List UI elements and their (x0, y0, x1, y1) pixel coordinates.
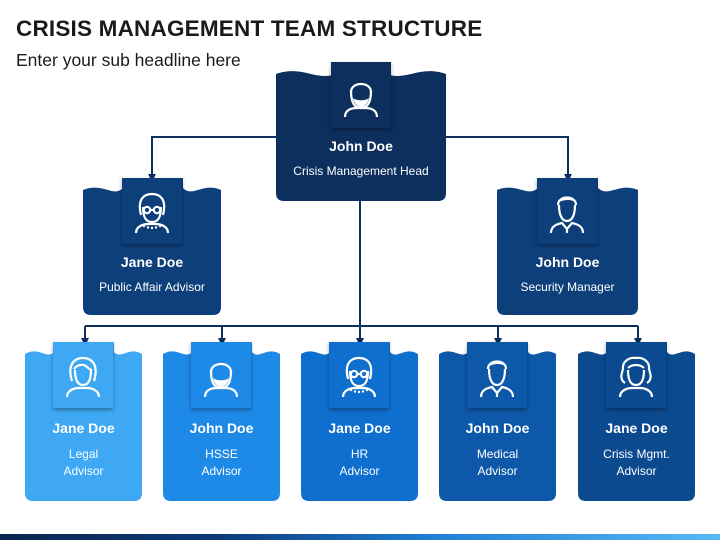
medical-role: Medical Advisor (439, 446, 556, 480)
hsse-name: John Doe (189, 420, 254, 436)
avatar-head (331, 62, 391, 128)
card-public-affair-bg (83, 178, 221, 315)
hsse-role-line1: HSSE (205, 447, 238, 461)
public-affair-role: Public Affair Advisor (99, 280, 205, 294)
hsse-role: HSSE Advisor (163, 446, 280, 480)
card-legal[interactable]: Jane Doe Legal Advisor (25, 342, 142, 501)
crisis-mgmt-role-line2: Advisor (616, 464, 657, 478)
woman-curly-icon (618, 356, 654, 397)
man-beard-icon (203, 362, 239, 397)
page-title: CRISIS MANAGEMENT TEAM STRUCTURE (16, 16, 483, 41)
hr-role: HR Advisor (301, 446, 418, 480)
card-security-bg (497, 178, 638, 315)
man-suit-icon (549, 196, 585, 233)
card-head[interactable]: John Doe Crisis Management Head (276, 62, 446, 201)
head-name: John Doe (329, 138, 393, 154)
crisis-mgmt-role-line1: Crisis Mgmt. (603, 447, 670, 461)
card-hr[interactable]: Jane Doe HR Advisor (301, 342, 418, 501)
legal-role: Legal Advisor (25, 446, 142, 480)
crisis-mgmt-name: Jane Doe (605, 420, 668, 436)
legal-role-line1: Legal (68, 447, 99, 461)
card-crisis-mgmt[interactable]: Jane Doe Crisis Mgmt. Advisor (578, 342, 695, 501)
woman-glasses-icon (341, 356, 377, 397)
medical-role-line2: Advisor (477, 464, 518, 478)
woman-icon (65, 356, 101, 397)
bottom-accent-bar (0, 534, 720, 540)
connector-head-to-right (445, 136, 572, 182)
card-hsse[interactable]: John Doe HSSE Advisor (163, 342, 280, 501)
crisis-mgmt-role: Crisis Mgmt. Advisor (578, 446, 695, 480)
hr-role-line1: HR (350, 447, 369, 461)
public-affair-name: Jane Doe (120, 254, 184, 270)
avatar-legal (53, 342, 113, 408)
man-beard-icon (343, 82, 379, 117)
woman-glasses-icon (134, 192, 170, 233)
avatar-medical (467, 342, 527, 408)
legal-name: Jane Doe (52, 420, 115, 436)
card-security[interactable]: John Doe Security Manager (497, 178, 638, 315)
avatar-hr (329, 342, 389, 408)
medical-role-line1: Medical (476, 447, 519, 461)
medical-name: John Doe (465, 420, 530, 436)
legal-role-line2: Advisor (63, 464, 104, 478)
avatar-public-affair (122, 178, 182, 244)
card-public-affair[interactable]: Jane Doe Public Affair Advisor (83, 178, 221, 315)
connector-head-to-left (148, 136, 276, 182)
avatar-security (537, 178, 597, 244)
page-subtitle: Enter your sub headline here (16, 50, 241, 70)
security-name: John Doe (535, 254, 600, 270)
hsse-role-line2: Advisor (201, 464, 242, 478)
avatar-crisis-mgmt (606, 342, 666, 408)
hr-name: Jane Doe (328, 420, 391, 436)
card-head-bg (276, 62, 446, 201)
hr-role-line2: Advisor (339, 464, 380, 478)
card-medical[interactable]: John Doe Medical Advisor (439, 342, 556, 501)
head-role: Crisis Management Head (293, 164, 429, 178)
avatar-hsse (191, 342, 251, 408)
security-role: Security Manager (520, 280, 615, 294)
man-suit-icon (479, 360, 515, 397)
